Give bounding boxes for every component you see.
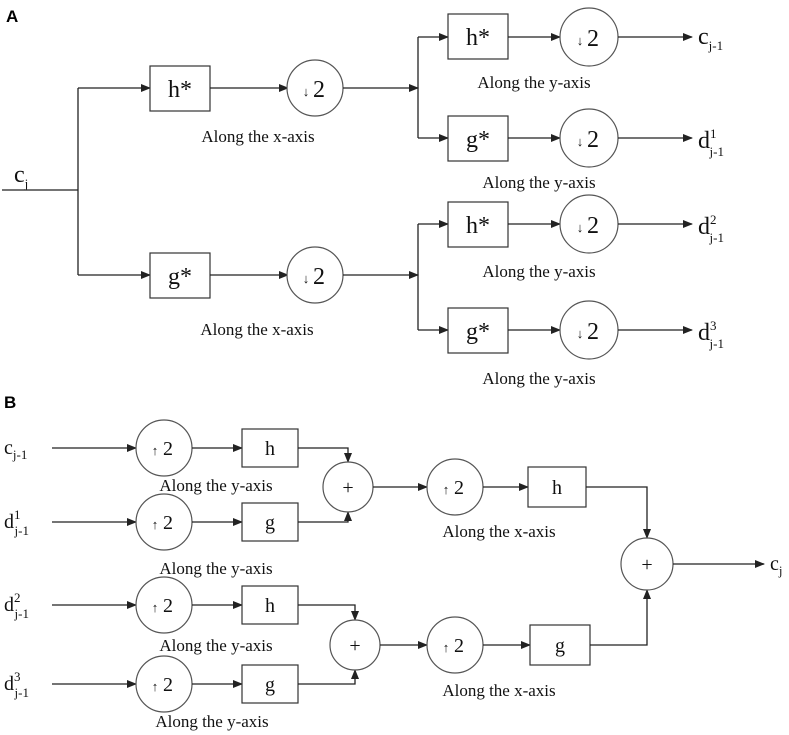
caption-x-b-upper: Along the x-axis [442,522,555,541]
caption-b2: Along the y-axis [159,559,272,578]
svg-text:g*: g* [168,264,192,290]
upsample-b2: ↑ 2 [135,493,193,551]
caption-x-lower: Along the x-axis [200,320,313,339]
svg-text:2: 2 [454,477,464,499]
caption-y1: Along the y-axis [477,73,590,92]
svg-text:2: 2 [313,77,325,103]
wire-h-b1-to-sum [298,447,352,463]
input-cj-label: cj [14,162,28,191]
svg-text:h*: h* [168,77,192,103]
g-filter-b4: g [241,664,299,704]
sum-node-final: + [620,537,674,591]
svg-text:2: 2 [587,213,599,239]
caption-y2: Along the y-axis [482,173,595,192]
caption-b4: Along the y-axis [155,712,268,731]
downsample-y4: ↓ 2 [559,300,619,360]
gstar-y2-filter: g* [447,115,509,162]
sum-node-lower: + [329,619,381,671]
input-cj-1-label: cj-1 [4,437,27,462]
svg-text:g: g [265,512,275,534]
svg-text:2: 2 [587,319,599,345]
svg-text:↑: ↑ [152,679,159,694]
svg-text:h*: h* [466,213,490,239]
wire-g-x-lower-to-final [590,589,651,646]
output-cj-1-label: cj-1 [698,24,723,53]
svg-text:2: 2 [163,512,173,534]
svg-text:g*: g* [466,127,490,153]
caption-y3: Along the y-axis [482,262,595,281]
svg-text:↓: ↓ [577,220,584,235]
svg-text:↑: ↑ [443,482,450,497]
panel-label-a: A [6,7,18,26]
wire-g-b4-to-sum [298,669,359,685]
svg-text:h: h [552,477,562,499]
svg-text:↓: ↓ [577,326,584,341]
caption-b3: Along the y-axis [159,636,272,655]
svg-text:2: 2 [163,595,173,617]
output-cj-label: cj [770,553,783,578]
svg-text:↓: ↓ [303,271,310,286]
svg-text:+: + [641,554,652,576]
svg-text:2: 2 [163,438,173,460]
downsample-x-upper: ↓ 2 [286,59,344,117]
g-filter-b2: g [241,502,299,542]
wire-g-b2-to-sum [298,511,352,523]
caption-x-upper: Along the x-axis [201,127,314,146]
upsample-x-lower: ↑ 2 [426,616,484,674]
svg-text:h: h [265,438,275,460]
svg-text:2: 2 [587,127,599,153]
svg-text:↑: ↑ [152,443,159,458]
svg-text:↓: ↓ [577,33,584,48]
svg-text:+: + [349,635,360,657]
downsample-x-lower: ↓ 2 [286,246,344,304]
g-filter-x-lower: g [529,624,591,666]
caption-x-b-lower: Along the x-axis [442,681,555,700]
gstar-y4-filter: g* [447,307,509,354]
svg-text:2: 2 [163,674,173,696]
h-filter-x-upper: h [527,466,587,508]
svg-text:2: 2 [313,264,325,290]
svg-text:g: g [265,674,275,696]
svg-text:2: 2 [454,635,464,657]
svg-text:+: + [342,477,353,499]
hstar-x-filter: h* [149,65,211,112]
upsample-b3: ↑ 2 [135,576,193,634]
gstar-x-filter: g* [149,252,211,299]
wire-h-x-upper-to-final [586,486,651,539]
svg-text:g: g [555,635,565,657]
upsample-x-upper: ↑ 2 [426,458,484,516]
svg-text:↑: ↑ [152,517,159,532]
wire-h-b3-to-sum [298,604,359,621]
downsample-y3: ↓ 2 [559,194,619,254]
panel-label-b: B [4,393,16,412]
hstar-y3-filter: h* [447,201,509,248]
svg-text:↓: ↓ [577,134,584,149]
downsample-y1: ↓ 2 [559,7,619,67]
upsample-b1: ↑ 2 [135,419,193,477]
svg-text:g*: g* [466,319,490,345]
svg-text:h*: h* [466,25,490,51]
svg-text:2: 2 [587,26,599,52]
upsample-b4: ↑ 2 [135,655,193,713]
svg-text:↓: ↓ [303,84,310,99]
svg-text:↑: ↑ [443,640,450,655]
hstar-y1-filter: h* [447,13,509,60]
svg-text:↑: ↑ [152,600,159,615]
svg-text:h: h [265,595,275,617]
sum-node-upper: + [322,461,374,513]
h-filter-b1: h [241,428,299,468]
caption-y4: Along the y-axis [482,369,595,388]
caption-b1: Along the y-axis [159,476,272,495]
h-filter-b3: h [241,585,299,625]
downsample-y2: ↓ 2 [559,108,619,168]
